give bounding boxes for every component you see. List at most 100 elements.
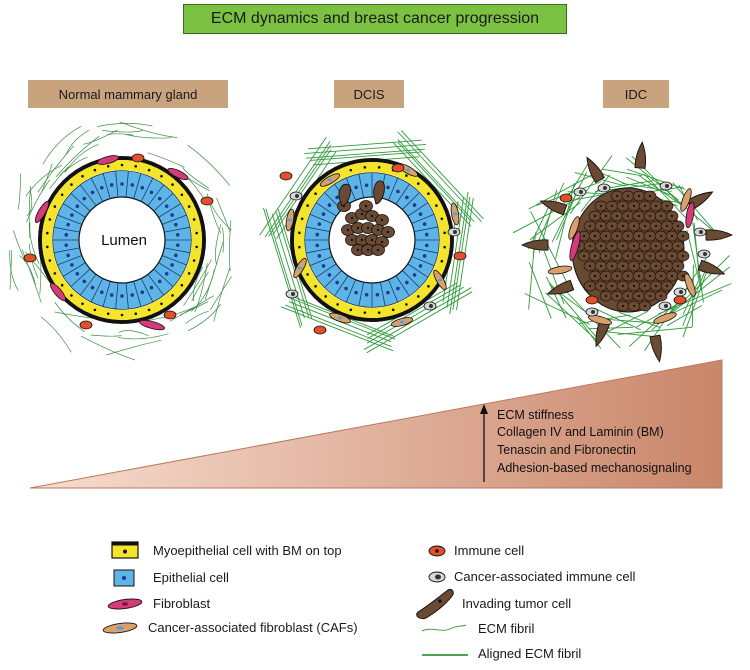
aligned-ecm-fibril: [528, 262, 552, 319]
aligned-ecm-fibril: [601, 330, 658, 338]
myoepithelial-cell-icon: [111, 541, 139, 559]
aligned-ecm-fibril: [682, 269, 707, 326]
aligned-ecm-fibril: [307, 139, 422, 150]
legend-cancer-immune: Cancer-associated immune cell: [454, 569, 636, 584]
epithelial-nucleus: [335, 280, 339, 285]
aligned-ecm-fibril: [397, 142, 472, 222]
myoepithelial-nucleus: [180, 283, 184, 287]
myoepithelial-nucleus: [314, 285, 317, 288]
aligned-ecm-fibril: [668, 266, 730, 316]
aligned-ecm-fibril: [304, 143, 426, 155]
epithelial-nucleus: [130, 183, 135, 187]
myoepithelial-nucleus: [120, 313, 124, 317]
ecm-fibril: [187, 303, 221, 332]
myoepithelial-nucleus: [377, 311, 381, 314]
invading-tumor-cell: [705, 229, 734, 241]
epithelial-nucleus: [149, 190, 154, 195]
epithelial-nucleus: [64, 243, 69, 247]
myoepithelial-nucleus: [405, 303, 408, 306]
ecm-fibril: [169, 295, 214, 322]
epithelial-nucleus: [64, 233, 69, 237]
aligned-ecm-fibril: [607, 318, 660, 324]
epithelial-nucleus: [90, 285, 95, 290]
normal-ecm-fibrils: [9, 121, 232, 361]
immune-cell: [131, 153, 145, 163]
myoepithelial-nucleus: [134, 312, 138, 316]
aligned-ecm-fibril: [543, 251, 565, 305]
myoepithelial-nucleus: [81, 302, 84, 306]
epithelial-nucleus: [170, 263, 174, 267]
immune-cell: [200, 196, 214, 206]
aligned-ecm-fibril: [635, 299, 686, 328]
myoepithelial-nucleus: [147, 168, 151, 172]
myoepithelial-nucleus: [81, 174, 84, 178]
myoepithelial-nucleus: [195, 231, 198, 235]
invading-tumor-cell: [520, 239, 549, 251]
aligned-ecm-fibril: [551, 172, 588, 243]
ecm-fibril: [26, 189, 33, 217]
myoepithelial-nucleus: [106, 312, 110, 316]
fibroblast-cell: [96, 155, 120, 165]
ecm-fibril: [9, 250, 19, 291]
myoepithelial-nucleus: [53, 272, 57, 275]
epithelial-nucleus: [99, 290, 104, 295]
epithelial-nucleus: [317, 254, 322, 258]
invading-tumor-cell: [634, 141, 647, 169]
immune-cell: [453, 251, 467, 261]
myoepithelial-nucleus: [171, 183, 174, 186]
epithelial-nucleus: [66, 222, 70, 227]
aligned-ecm-fibril: [671, 195, 718, 235]
ecm-fibril: [117, 333, 169, 340]
aligned-ecm-fibril: [529, 202, 581, 240]
aligned-ecm-fibril: [569, 155, 613, 214]
epithelial-nucleus: [315, 232, 320, 237]
immune-cell: [279, 171, 293, 181]
stage-label-dcis: DCIS: [334, 80, 404, 108]
ecm-fibril: [42, 125, 82, 165]
ecm-fibril: [213, 267, 231, 322]
ecm-fibril: [37, 145, 74, 193]
myoepithelial-nucleus: [427, 192, 430, 195]
aligned-ecm-fibril: [512, 196, 581, 234]
trend-wedge: [29, 359, 723, 489]
dcis-tumor-mass: [337, 200, 395, 256]
aligned-ecm-fibril: [639, 175, 681, 205]
epithelial-nucleus: [375, 292, 380, 297]
myoepithelial-nucleus: [106, 164, 110, 168]
epithelial-nucleus: [386, 185, 390, 190]
epithelial-nucleus: [424, 232, 429, 237]
stage-label-idc: IDC: [603, 80, 669, 108]
epithelial-nucleus: [412, 273, 417, 277]
immune-cell: [585, 295, 599, 305]
dcis-duct: [290, 158, 454, 322]
invading-tumor-cell: [595, 319, 611, 348]
myoepithelial-nucleus: [46, 245, 49, 249]
myoepithelial-nucleus: [391, 308, 395, 312]
myoepithelial-nucleus: [187, 205, 191, 208]
epithelial-nucleus: [75, 204, 80, 209]
epithelial-nucleus: [157, 279, 162, 284]
epithelial-nucleus: [70, 263, 74, 267]
caf-cell: [684, 273, 696, 297]
ecm-fibril: [215, 224, 222, 265]
myoepithelial-nucleus: [443, 231, 446, 235]
epithelial-nucleus: [120, 182, 124, 186]
invading-tumor-cell: [338, 183, 351, 207]
dcis-stromal-cells: [279, 163, 467, 335]
ecm-fibril: [29, 222, 40, 265]
aligned-ecm-fibril: [666, 305, 702, 327]
myoepithelial-nucleus: [417, 182, 420, 185]
epithelial-nucleus: [396, 189, 400, 194]
ecm-fibril: [216, 197, 231, 233]
epithelial-nucleus: [327, 203, 332, 207]
ecm-fibril: [64, 144, 99, 173]
aligned-ecm-fibril: [268, 145, 331, 237]
aligned-ecm-fibril: [602, 168, 642, 177]
myoepithelial-nucleus: [443, 245, 446, 249]
ecm-fibril: [82, 129, 118, 145]
idc-tumor-mass: [520, 141, 734, 363]
ecm-fibril: [25, 164, 62, 197]
epithelial-nucleus: [90, 190, 95, 195]
ecm-fibril: [204, 242, 224, 300]
